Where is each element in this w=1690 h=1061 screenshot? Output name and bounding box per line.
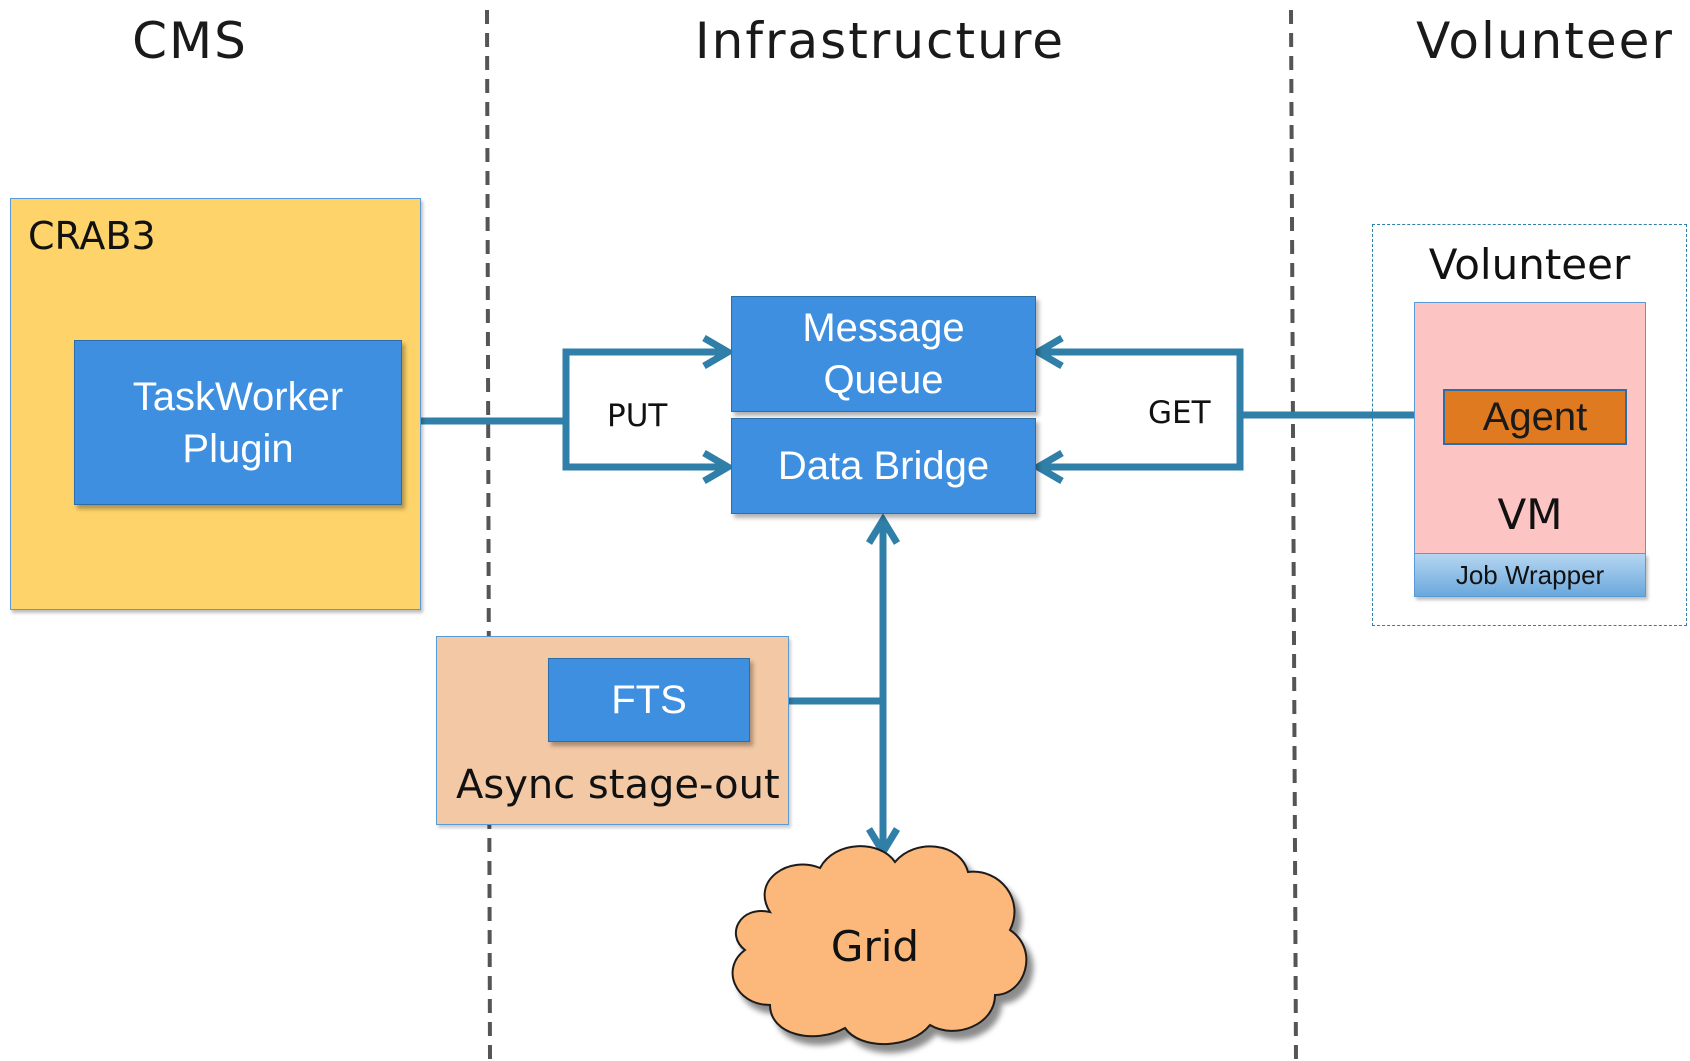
message-queue-box: Message Queue — [731, 296, 1036, 412]
message-queue-line2: Queue — [823, 358, 944, 402]
fts-box: FTS — [548, 658, 750, 742]
async-stage-out-label: Async stage-out — [456, 762, 780, 808]
put-connector — [402, 334, 735, 485]
taskworker-plugin-box: TaskWorker Plugin — [74, 340, 402, 505]
divider-left — [485, 9, 492, 1061]
vm-label: VM — [1497, 490, 1563, 539]
message-queue-line1: Message — [802, 306, 965, 350]
volunteer-box — [1372, 224, 1687, 626]
agent-box: Agent — [1443, 389, 1627, 445]
grid-label: Grid — [830, 922, 920, 971]
crab3-label: CRAB3 — [28, 214, 156, 258]
get-label: GET — [1148, 395, 1211, 431]
column-title-cms: CMS — [132, 12, 248, 70]
taskworker-line2: Plugin — [182, 426, 294, 471]
data-bridge-box: Data Bridge — [731, 418, 1036, 514]
get-connector — [1031, 334, 1443, 485]
put-label: PUT — [607, 398, 668, 434]
taskworker-line1: TaskWorker — [132, 374, 344, 419]
divider-right — [1289, 9, 1298, 1061]
grid-cloud — [731, 845, 1028, 1046]
column-title-infrastructure: Infrastructure — [694, 12, 1066, 70]
job-wrapper-box: Job Wrapper — [1414, 553, 1646, 597]
volunteer-box-label: Volunteer — [1428, 240, 1631, 289]
column-title-volunteer: Volunteer — [1416, 12, 1674, 70]
